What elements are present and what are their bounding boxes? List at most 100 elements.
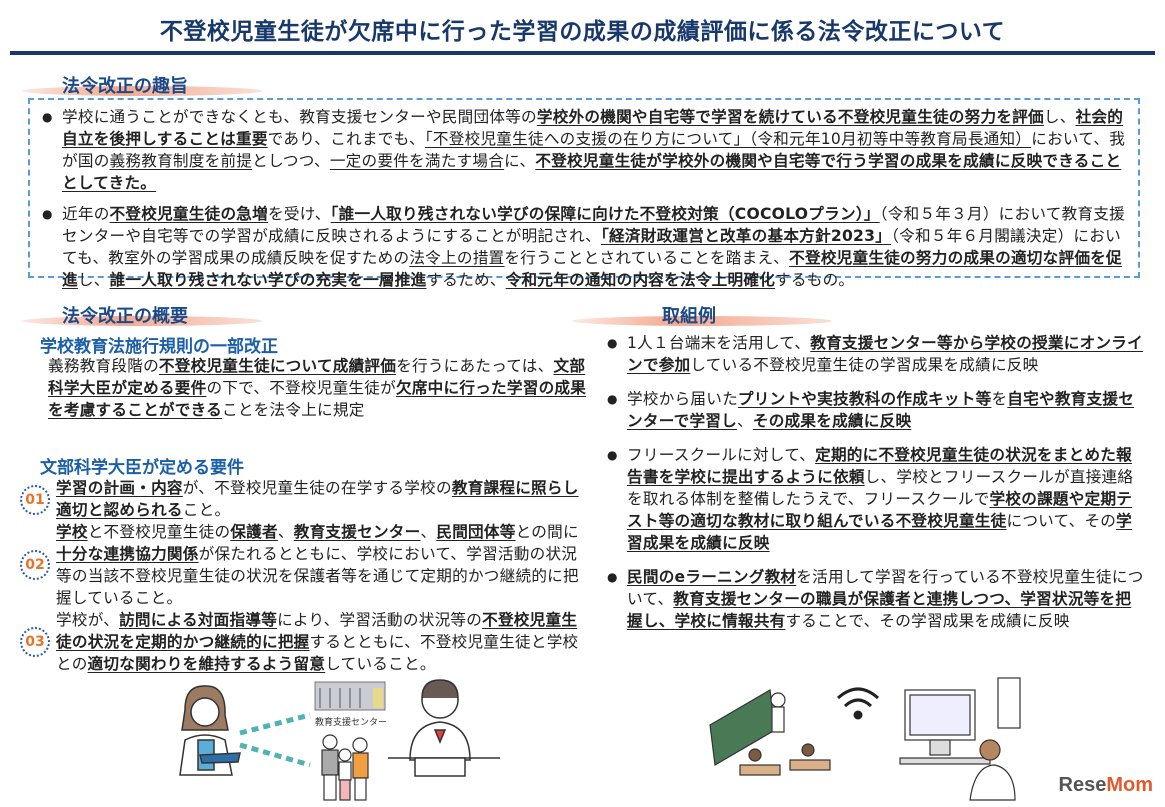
- center-label: 教育支援センター: [315, 716, 387, 728]
- overview-subheading: 学校教育法施行規則の一部改正: [40, 337, 278, 357]
- text-segment: に、: [504, 152, 536, 170]
- emphasis-text: 教育支援センターの職員が保護者と連携しつつ、学習状況等を把握し、学校に情報共有: [627, 590, 1132, 630]
- emphasis-text: 「経済財政運営と改革の基本方針2023」: [601, 227, 892, 245]
- student-icon: [388, 679, 500, 777]
- text-segment: を: [991, 390, 1008, 408]
- text-segment: 法令上の措置: [409, 249, 505, 267]
- requirement-text: 学習の計画・内容が、不登校児童生徒の在学する学校の教育課程に照らし適切と認められ…: [56, 477, 590, 521]
- emphasis-text: 訪問による対面指導等: [119, 611, 278, 629]
- emphasis-text: 不登校児童生徒が学校外の機関や自宅等で行う学習の成果を成績に反映できることとして…: [62, 152, 1122, 192]
- example-item: 民間のeラーニング教材を活用して学習を行っている不登校児童生徒について、教育支援…: [605, 566, 1145, 632]
- section-overview-heading: 法令改正の概要: [22, 302, 262, 328]
- requirement-text: 学校と不登校児童生徒の保護者、教育支援センター、民間団体等との間に十分な連携協力…: [56, 521, 590, 609]
- computer-user-icon: [899, 677, 1021, 801]
- text-segment: 義務教育制度を前提: [109, 152, 253, 170]
- emphasis-text: 学習成果を成績に反映: [627, 512, 1133, 552]
- text-segment: するとともに、不登校児童生徒と学校との: [56, 633, 579, 673]
- title-rule: [10, 51, 1155, 55]
- text-segment: を活用して学習を行っている不登校児童生徒について、: [627, 568, 1144, 608]
- emphasis-text: 不登校児童生徒について成績評価: [158, 357, 397, 375]
- classroom-icon: [709, 689, 831, 776]
- text-segment: フリースクールに対して、: [627, 446, 816, 464]
- text-segment: し、学校とフリースクールが直接連絡を取れる体制を整備したうえで、フリースクールで: [627, 468, 1134, 508]
- emphasis-text: 不登校児童生徒の努力の成果の適切な評価を促進: [62, 249, 1122, 289]
- online-learning-illustration: [709, 677, 1021, 801]
- text-segment: している不登校児童生徒の学習成果を成績に反映: [690, 356, 1039, 374]
- emphasis-text: 学校の課題や定期テスト等の適切な教材に取り組んでいる不登校児童生徒: [627, 490, 1133, 530]
- teacher-icon: [179, 685, 241, 776]
- text-segment: と不登校児童生徒の: [87, 523, 231, 541]
- logo-part: Rese: [1058, 774, 1107, 796]
- text-segment: （令和５年３月）において教育支援センターや自宅等での学習が成績に反映されるように…: [62, 205, 1125, 245]
- text-segment: することで、その学習成果を成績に反映: [785, 612, 1070, 630]
- text-segment: により、学習活動の状況等の: [277, 611, 483, 629]
- text-segment: し、: [77, 271, 110, 289]
- text-segment: 学校が、: [56, 611, 120, 629]
- overview-text: 義務教育段階の不登校児童生徒について成績評価を行うにあたっては、文部科学大臣が定…: [48, 355, 593, 421]
- text-segment: するもの。: [775, 271, 855, 289]
- section-examples-heading: 取組例: [572, 302, 832, 328]
- purpose-bullet: 近年の不登校児童生徒の急増を受け、「誰一人取り残されない学びの保障に向けた不登校…: [40, 203, 1128, 291]
- requirement-number: 02: [20, 550, 50, 580]
- text-segment: を受け、: [268, 205, 331, 223]
- text-segment: （令和５年６月閣議決定）においても、教室外の学習成果の成績反映を促すための: [62, 227, 1121, 267]
- emphasis-text: 令和元年の通知の内容を法令上明確化: [505, 271, 776, 289]
- emphasis-text: 不登校児童生徒の急増: [109, 205, 268, 223]
- emphasis-text: 教育課程に照らし適切と認められる: [56, 479, 579, 519]
- text-segment: 義務教育段階の: [48, 357, 159, 375]
- emphasis-text: プリントや実技教科の作成キット等: [737, 390, 992, 408]
- text-segment: こと。: [182, 501, 231, 519]
- heading-text: 法令改正の概要: [62, 306, 188, 327]
- text-segment: との間に: [515, 523, 579, 541]
- text-segment: を行うこととされていることを踏まえ、: [504, 249, 790, 267]
- text-segment: が保たれるとともに、学校において、学習活動の状況等の当該不登校児童生徒の状況を保…: [56, 545, 579, 607]
- text-segment: において、我が国の: [62, 130, 1126, 170]
- examples-list: 1人１台端末を活用して、教育支援センター等から学校の授業にオンラインで参加してい…: [605, 332, 1145, 644]
- heading-text: 取組例: [662, 306, 716, 327]
- emphasis-text: 定期的に不登校児童生徒の状況をまとめた報告書を学校に提出するように依頼: [627, 446, 1132, 486]
- support-network-illustration: 教育支援センター: [179, 679, 500, 801]
- emphasis-text: 不登校児童生徒の状況を定期的かつ継続的に把握: [56, 611, 578, 651]
- emphasis-text: 民間のeラーニング教材: [627, 568, 797, 586]
- emphasis-text: その成果を成績に反映: [752, 412, 912, 430]
- building-icon: [314, 681, 386, 711]
- emphasis-text: 保護者: [230, 523, 278, 541]
- emphasis-text: 誰一人取り残されない学びの充実を一層推進: [109, 271, 427, 289]
- example-item: 学校から届いたプリントや実技教科の作成キット等を自宅や教育支援センターで学習し、…: [605, 388, 1145, 432]
- text-segment: するため、: [426, 271, 506, 289]
- logo-part: Mom: [1106, 774, 1153, 796]
- text-segment: 学校から届いた: [627, 390, 738, 408]
- emphasis-text: 学校外の機関や自宅等で学習を続けている不登校児童生徒の努力を評価: [536, 108, 1044, 126]
- emphasis-text: 十分な連携協力関係: [56, 545, 199, 563]
- purpose-box: 学校に通うことができなくとも、教育支援センターや民間団体等の学校外の機関や自宅等…: [28, 98, 1140, 289]
- example-item: フリースクールに対して、定期的に不登校児童生徒の状況をまとめた報告書を学校に提出…: [605, 444, 1145, 554]
- text-segment: 、: [736, 412, 753, 430]
- emphasis-text: 欠席中に行った学習の成果を考慮することができる: [48, 379, 587, 419]
- text-segment: 「不登校児童生徒への支援の在り方について」（令和元年10月初等中等教育局長通知）: [424, 130, 1032, 148]
- text-segment: を行うにあたっては、: [396, 357, 554, 375]
- text-segment: が、不登校児童生徒の在学する学校の: [182, 479, 452, 497]
- text-segment: であり、これまでも、: [267, 130, 425, 148]
- text-segment: 、: [420, 523, 437, 541]
- text-segment: について、その: [1006, 512, 1117, 530]
- text-segment: 一定の要件を満たす場合: [329, 152, 505, 170]
- emphasis-text: 文部科学大臣が定める要件: [48, 357, 586, 397]
- example-item: 1人１台端末を活用して、教育支援センター等から学校の授業にオンラインで参加してい…: [605, 332, 1145, 376]
- section-purpose-heading: 法令改正の趣旨: [22, 72, 262, 98]
- text-segment: の下で、不登校児童生徒が: [206, 379, 396, 397]
- wifi-icon: [836, 687, 880, 720]
- text-segment: 、: [277, 523, 294, 541]
- requirement-number: 01: [20, 485, 50, 515]
- emphasis-text: 学校: [56, 523, 88, 541]
- family-icon: [321, 734, 369, 801]
- emphasis-text: 民間団体等: [436, 523, 516, 541]
- page-title: 不登校児童生徒が欠席中に行った学習の成果の成績評価に係る法令改正について: [159, 19, 1006, 45]
- emphasis-text: 教育支援センター等から学校の授業にオンラインで参加: [627, 334, 1143, 374]
- requirement-text: 学校が、訪問による対面指導等により、学習活動の状況等の不登校児童生徒の状況を定期…: [56, 609, 590, 675]
- text-segment: 1人１台端末を活用して、: [627, 334, 811, 352]
- text-segment: していること。: [325, 655, 436, 673]
- requirement-number: 03: [20, 627, 50, 657]
